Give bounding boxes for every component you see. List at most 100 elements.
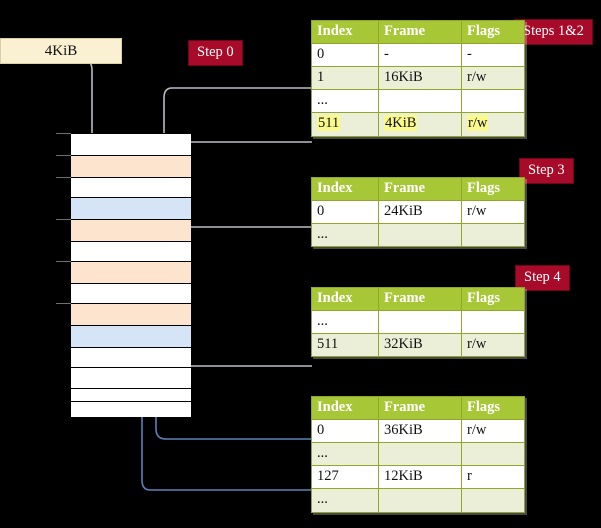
- memory-row-2: [71, 178, 191, 198]
- col-header-flags: Flags: [461, 176, 525, 202]
- memory-row-13: [71, 402, 191, 417]
- cell-flags-highlight: r/w: [467, 115, 489, 132]
- cell-index: ...: [311, 89, 379, 114]
- badge-label: Steps 1&2: [523, 23, 584, 39]
- cell-frame: [378, 89, 462, 114]
- memory-row-10: [71, 348, 191, 368]
- cell-frame: 4KiB: [378, 112, 462, 137]
- col-header-index: Index: [311, 286, 379, 312]
- table-row: 511 32KiB r/w: [311, 333, 525, 358]
- cell-frame-highlight: 4KiB: [384, 115, 418, 132]
- table-row: ...: [311, 488, 525, 513]
- frame-box-label: 4KiB: [44, 42, 78, 59]
- cell-index: 127: [311, 465, 379, 490]
- table-header-row: Index Frame Flags: [311, 286, 525, 312]
- col-header-index: Index: [311, 176, 379, 202]
- badge-label: Step 4: [524, 269, 561, 285]
- cell-index: 0: [311, 419, 379, 444]
- badge-steps-1-2: Steps 1&2: [514, 19, 593, 45]
- cell-flags: [461, 488, 525, 513]
- cell-index: ...: [311, 223, 379, 248]
- memory-row-11: [71, 368, 191, 389]
- table-row: 127 12KiB r: [311, 465, 525, 490]
- cell-frame: [378, 488, 462, 513]
- memory-column: [70, 133, 191, 417]
- cell-flags: -: [461, 43, 525, 68]
- memory-tick-3: [56, 219, 71, 220]
- table-level1: Index Frame Flags 0 24KiB r/w ...: [311, 176, 525, 248]
- col-header-flags: Flags: [461, 395, 525, 421]
- badge-label: Step 0: [197, 44, 234, 60]
- memory-row-4: [71, 220, 191, 242]
- col-header-frame: Frame: [378, 286, 462, 312]
- cell-frame: -: [378, 43, 462, 68]
- memory-tick-5: [56, 303, 71, 304]
- cell-flags: r/w: [461, 419, 525, 444]
- col-header-frame: Frame: [378, 176, 462, 202]
- cell-index: 0: [311, 43, 379, 68]
- cell-index: 511: [311, 112, 379, 137]
- table-header-row: Index Frame Flags: [311, 395, 525, 421]
- badge-step-0: Step 0: [188, 40, 243, 66]
- cell-index: 0: [311, 200, 379, 225]
- cell-index-highlight: 511: [317, 115, 341, 132]
- cell-index: 511: [311, 333, 379, 358]
- memory-row-12: [71, 389, 191, 402]
- wire-step12-4kib-to-memory: [169, 141, 312, 154]
- badge-label: Step 3: [528, 162, 565, 178]
- table-level2: Index Frame Flags ... 511 32KiB r/w: [311, 286, 525, 358]
- cell-frame: 24KiB: [378, 200, 462, 225]
- table-level3: Index Frame Flags 0 36KiB r/w ... 127 12…: [311, 395, 525, 513]
- frame-box-4kib: 4KiB: [0, 38, 122, 64]
- cell-flags: [461, 442, 525, 467]
- cell-frame: [378, 223, 462, 248]
- memory-row-1: [71, 156, 191, 178]
- table-row: ...: [311, 310, 525, 335]
- memory-row-9: [71, 326, 191, 348]
- table-row: 0 24KiB r/w: [311, 200, 525, 225]
- cell-flags: r/w: [461, 333, 525, 358]
- cell-flags: [461, 223, 525, 248]
- col-header-index: Index: [311, 395, 379, 421]
- wire-step3-24kib-to-memory: [173, 226, 312, 272]
- cell-flags: r/w: [461, 112, 525, 137]
- col-header-frame: Frame: [378, 395, 462, 421]
- cell-frame: 36KiB: [378, 419, 462, 444]
- col-header-flags: Flags: [461, 286, 525, 312]
- table-row: ...: [311, 89, 525, 114]
- memory-tick-0: [56, 133, 71, 134]
- cell-index: ...: [311, 442, 379, 467]
- cell-frame: 16KiB: [378, 66, 462, 91]
- table-row: ...: [311, 223, 525, 248]
- wire-step12-16kib-to-memory: [159, 87, 312, 254]
- memory-row-6: [71, 262, 191, 284]
- memory-tick-1: [56, 155, 71, 156]
- table-row: 1 16KiB r/w: [311, 66, 525, 91]
- memory-row-3: [71, 198, 191, 220]
- col-header-frame: Frame: [378, 19, 462, 45]
- memory-row-7: [71, 284, 191, 304]
- cell-frame: [378, 442, 462, 467]
- memory-row-0: [71, 134, 191, 156]
- cell-index: ...: [311, 488, 379, 513]
- table-row-highlighted: 511 4KiB r/w: [311, 112, 525, 137]
- table-row: ...: [311, 442, 525, 467]
- table-header-row: Index Frame Flags: [311, 176, 525, 202]
- table-row: 0 - -: [311, 43, 525, 68]
- badge-step-4: Step 4: [515, 265, 570, 291]
- table-row: 0 36KiB r/w: [311, 419, 525, 444]
- badge-step-3: Step 3: [519, 158, 574, 184]
- cell-index: 1: [311, 66, 379, 91]
- cell-flags: [461, 89, 525, 114]
- wire-12kib-to-memory: [137, 212, 312, 491]
- cell-flags: r/w: [461, 66, 525, 91]
- table-header-row: Index Frame Flags: [311, 19, 525, 45]
- memory-row-8: [71, 304, 191, 326]
- cell-flags: [461, 310, 525, 335]
- memory-row-5: [71, 242, 191, 262]
- col-header-index: Index: [311, 19, 379, 45]
- col-header-flags: Flags: [461, 19, 525, 45]
- cell-frame: [378, 310, 462, 335]
- wire-36kib-to-memory: [151, 336, 312, 440]
